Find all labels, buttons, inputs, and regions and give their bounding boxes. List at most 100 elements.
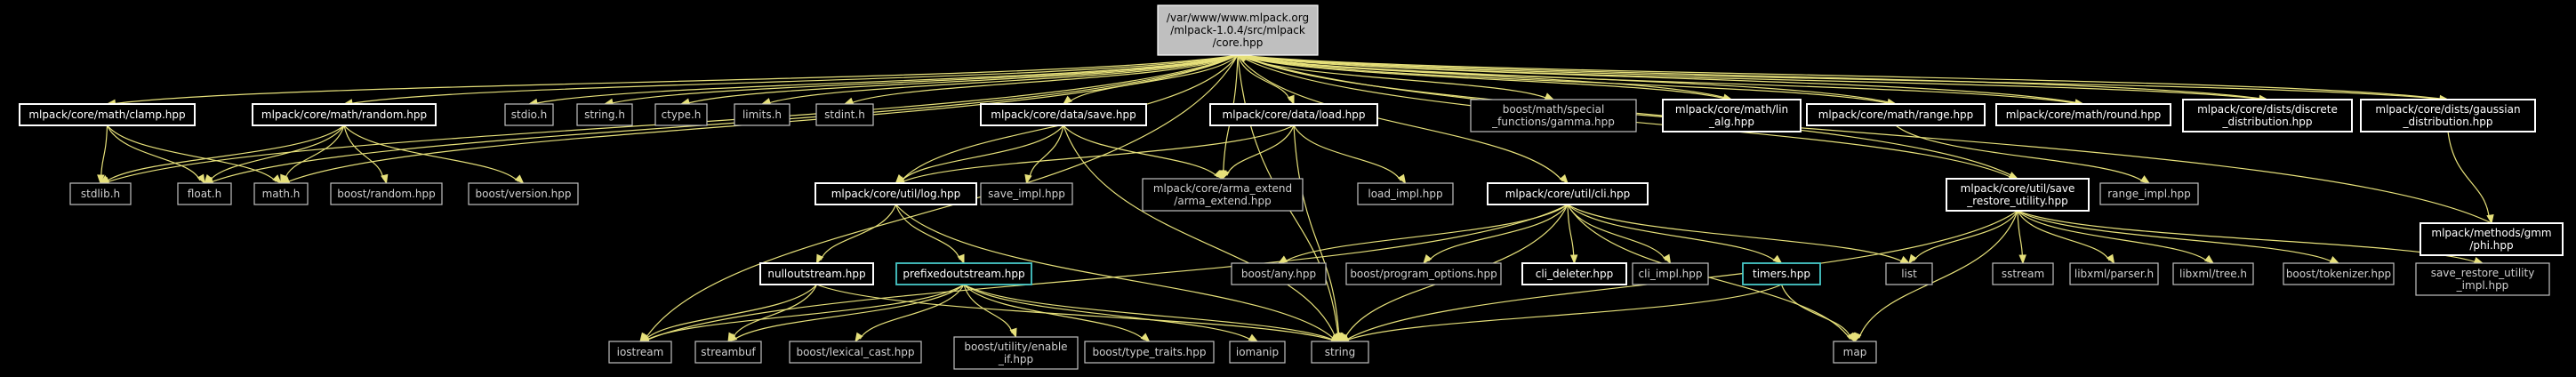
arrowhead-cli-to-timers (1772, 254, 1783, 264)
node-label-gamma: boost/math/special (1503, 103, 1605, 116)
node-box-iomanip (1229, 341, 1286, 364)
node-math[interactable]: math.h (253, 182, 309, 205)
node-ctype[interactable]: ctype.h (654, 103, 708, 126)
edge-log-to-string (895, 204, 1336, 341)
arrowhead-core-to-cli (1559, 174, 1569, 185)
node-tokenizer[interactable]: boost/tokenizer.hpp (2283, 262, 2395, 285)
node-box-parser (2069, 262, 2159, 285)
node-rangeimpl[interactable]: range_impl.hpp (2099, 182, 2199, 205)
node-random[interactable]: mlpack/core/math/random.hpp (252, 103, 437, 126)
edge-load-to-loadimpl (1293, 124, 1401, 181)
node-gamma[interactable]: boost/math/special_functions/gamma.hpp (1470, 99, 1637, 132)
node-lexcast[interactable]: boost/lexical_cast.hpp (789, 341, 922, 364)
node-iostream[interactable]: iostream (608, 341, 672, 364)
node-string[interactable]: string (1311, 341, 1369, 364)
node-map[interactable]: map (1833, 341, 1877, 364)
node-saveimpl[interactable]: save_impl.hpp (980, 182, 1073, 205)
edge-load-to-string (1293, 124, 1340, 337)
edge-core-to-cli (1237, 54, 1563, 182)
node-parser[interactable]: libxml/parser.h (2069, 262, 2159, 285)
node-streambuf[interactable]: streambuf (694, 341, 762, 364)
edge-prefixed-to-streambuf (733, 284, 965, 341)
node-discrete[interactable]: mlpack/core/dists/discrete_distribution.… (2182, 99, 2353, 132)
node-gaussian[interactable]: mlpack/core/dists/gaussian_distribution.… (2360, 99, 2536, 132)
edge-range-to-rangeimpl (1895, 124, 2145, 183)
arrowhead-saverestore-to-list (1908, 253, 1917, 265)
node-cliimpl[interactable]: cli_impl.hpp (1632, 262, 1709, 285)
edge-core-to-range (1237, 54, 1891, 105)
node-iomanip[interactable]: iomanip (1229, 341, 1286, 364)
node-label-phi: /phi.hpp (2469, 239, 2513, 252)
node-timers[interactable]: timers.hpp (1742, 262, 1821, 285)
node-sstream[interactable]: sstream (1992, 262, 2054, 285)
node-label-float: float.h (188, 188, 221, 200)
edge-random-to-math (284, 124, 345, 180)
edge-core-to-float (209, 54, 1239, 183)
node-clidel[interactable]: cli_deleter.hpp (1521, 262, 1627, 285)
arrowhead-save-to-saveimpl (1024, 173, 1032, 185)
node-bany[interactable]: boost/any.hpp (1231, 262, 1327, 285)
node-nullout[interactable]: nulloutstream.hpp (759, 262, 874, 285)
arrowhead-core-to-stdint (843, 97, 855, 105)
node-label-string_h: string.h (584, 108, 625, 121)
node-saverestore[interactable]: mlpack/core/util/save_restore_utility.hp… (1946, 178, 2090, 212)
node-tree[interactable]: libxml/tree.h (2172, 262, 2254, 285)
edge-log-to-prefixed (895, 204, 961, 261)
node-srimpl[interactable]: save_restore_utility_impl.hpp (2415, 262, 2550, 296)
arrowhead-cli-to-clidel (1569, 254, 1578, 265)
node-bpo[interactable]: boost/program_options.hpp (1345, 262, 1502, 285)
node-enableif[interactable]: boost/utility/enable_if.hpp (953, 336, 1079, 370)
node-armaext[interactable]: mlpack/core/arma_extend/arma_extend.hpp (1142, 178, 1304, 212)
edge-saverestore-to-srimpl (2017, 210, 2478, 263)
node-box-tokenizer (2283, 262, 2395, 285)
arrowhead-core-to-gamma (1544, 92, 1555, 100)
node-round[interactable]: mlpack/core/math/round.hpp (1995, 103, 2171, 126)
node-box-srimpl (2415, 262, 2550, 296)
node-stdlib[interactable]: stdlib.h (69, 182, 132, 205)
edge-core-to-ctype (686, 54, 1239, 105)
node-label-math: math.h (262, 188, 301, 200)
arrowhead-clamp-to-math (272, 174, 282, 184)
node-linalg[interactable]: mlpack/core/math/lin_alg.hpp (1662, 99, 1802, 132)
node-stdio[interactable]: stdio.h (504, 103, 554, 126)
node-bversion[interactable]: boost/version.hpp (468, 182, 579, 205)
node-box-saverestore (1946, 178, 2090, 212)
node-loadimpl[interactable]: load_impl.hpp (1357, 182, 1454, 205)
node-save[interactable]: mlpack/core/data/save.hpp (980, 103, 1147, 126)
arrowhead-clamp-to-stdlib (97, 174, 105, 185)
edge-core-to-string_h (609, 54, 1239, 105)
arrowhead-cli-to-cliimpl (1663, 253, 1672, 265)
node-label-rangeimpl: range_impl.hpp (2107, 188, 2191, 200)
node-phi[interactable]: mlpack/methods/gmm/phi.hpp (2420, 222, 2564, 256)
edge-cli-to-bany (1283, 204, 1569, 263)
arrowhead-save-to-armaext (1214, 170, 1224, 180)
node-float[interactable]: float.h (177, 182, 232, 205)
node-load[interactable]: mlpack/core/data/load.hpp (1209, 103, 1378, 126)
edge-prefixed-to-typetraits (963, 284, 1145, 341)
node-label-lexcast: boost/lexical_cast.hpp (796, 346, 914, 358)
edge-clamp-to-stdlib (100, 124, 108, 179)
node-core[interactable]: /var/www/www.mlpack.org/mlpack-1.0.4/src… (1157, 4, 1319, 56)
node-label-random: mlpack/core/math/random.hpp (261, 108, 427, 121)
node-limits[interactable]: limits.h (734, 103, 790, 126)
edge-nullout-to-streambuf (732, 284, 818, 339)
node-log[interactable]: mlpack/core/util/log.hpp (815, 182, 977, 205)
node-stdint[interactable]: stdint.h (815, 103, 874, 126)
node-label-bpo: boost/program_options.hpp (1350, 268, 1497, 280)
edge-core-to-gaussian (1237, 54, 2444, 100)
node-typetraits[interactable]: boost/type_traits.hpp (1084, 341, 1215, 364)
edge-core-to-load (1237, 54, 1291, 101)
node-string_h[interactable]: string.h (576, 103, 633, 126)
node-clamp[interactable]: mlpack/core/math/clamp.hpp (19, 103, 196, 126)
node-brandom[interactable]: boost/random.hpp (330, 182, 443, 205)
node-range[interactable]: mlpack/core/math/range.hpp (1806, 103, 1986, 126)
node-list[interactable]: list (1885, 262, 1933, 285)
edge-random-to-stdlib (105, 124, 345, 183)
edge-range-to-core (1242, 54, 1897, 105)
edge-prefixed-to-iostream (645, 284, 965, 341)
node-cli[interactable]: mlpack/core/util/cli.hpp (1487, 182, 1649, 205)
node-prefixed[interactable]: prefixedoutstream.hpp (895, 262, 1032, 285)
node-label-saverestore: _restore_utility.hpp (1966, 195, 2067, 207)
node-label-discrete: mlpack/core/dists/discrete (2197, 103, 2338, 116)
